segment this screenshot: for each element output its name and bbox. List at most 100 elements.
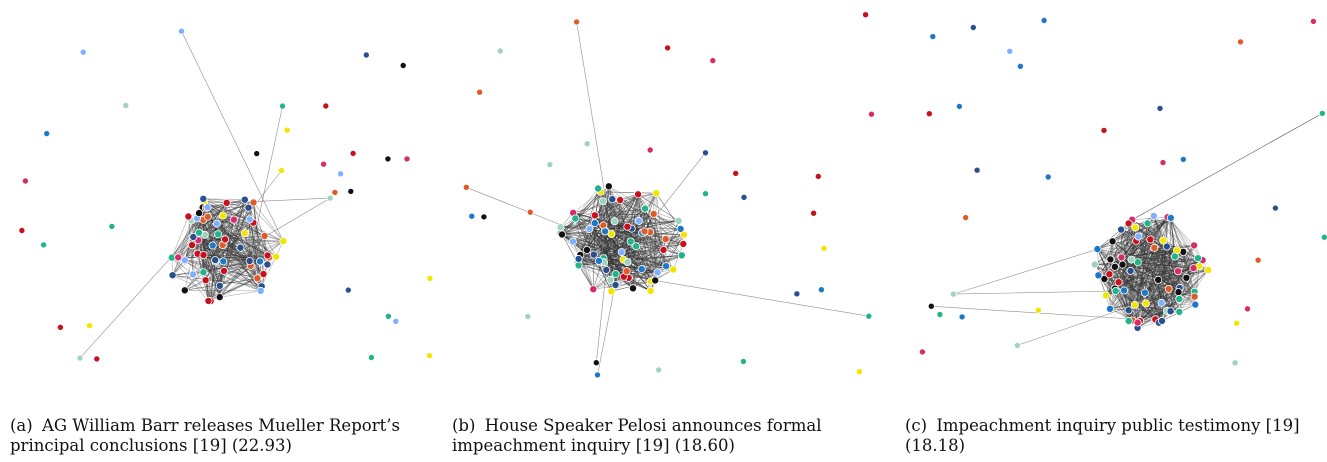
graph-node xyxy=(865,312,873,320)
edge xyxy=(589,228,624,260)
edge xyxy=(1137,261,1159,281)
edge xyxy=(1128,223,1138,328)
edge xyxy=(578,258,642,270)
edge xyxy=(606,226,628,271)
edge xyxy=(1137,271,1179,323)
edge xyxy=(1121,257,1180,313)
edge xyxy=(627,255,682,263)
edge xyxy=(205,207,270,258)
edge xyxy=(198,240,284,242)
graph-node xyxy=(468,212,476,220)
edge xyxy=(1137,223,1148,328)
edge xyxy=(560,230,606,234)
edge xyxy=(198,232,245,241)
edge xyxy=(207,206,245,234)
graph-node xyxy=(1189,264,1198,273)
edge xyxy=(1123,247,1155,291)
edge xyxy=(466,187,674,270)
graph-node xyxy=(426,274,434,282)
edge xyxy=(1118,282,1136,306)
graph-node xyxy=(168,271,177,280)
edge xyxy=(1128,219,1133,311)
edge xyxy=(1139,240,1164,321)
edge xyxy=(191,240,284,246)
edge xyxy=(203,256,277,273)
edge xyxy=(1145,251,1184,304)
edge xyxy=(1120,229,1180,313)
edge xyxy=(1137,217,1172,263)
edge xyxy=(223,265,251,272)
edge xyxy=(1094,223,1148,265)
edge xyxy=(1121,217,1171,258)
edge xyxy=(203,219,235,273)
edge xyxy=(1137,287,1180,328)
edge xyxy=(178,257,258,279)
graph-node xyxy=(594,184,603,193)
edge xyxy=(1123,223,1129,291)
edge xyxy=(603,241,631,263)
edge xyxy=(601,234,685,263)
edge xyxy=(1097,248,1116,267)
caption-a: (a) AG William Barr releases Mueller Rep… xyxy=(10,416,428,456)
edge xyxy=(1170,256,1176,312)
edge xyxy=(598,230,606,261)
graph-node xyxy=(219,257,228,266)
graph-node xyxy=(617,248,626,257)
edge xyxy=(600,191,628,227)
edge xyxy=(1154,245,1195,249)
edge xyxy=(611,199,613,235)
edge xyxy=(1121,257,1180,313)
graph-node xyxy=(1130,300,1139,309)
edge xyxy=(1094,264,1179,272)
edge xyxy=(1163,240,1168,311)
edge xyxy=(1153,215,1164,241)
edge xyxy=(204,201,268,256)
edge xyxy=(589,228,642,270)
graph-node xyxy=(641,204,650,213)
graph-node xyxy=(526,208,534,216)
edge xyxy=(632,232,651,289)
edge xyxy=(575,200,604,219)
edge xyxy=(594,213,654,216)
edge xyxy=(1137,261,1159,281)
edge xyxy=(181,31,284,242)
graph-node xyxy=(326,194,334,202)
graph-node xyxy=(245,215,254,224)
edge xyxy=(203,198,254,223)
edge xyxy=(1134,240,1164,306)
edge xyxy=(561,194,639,235)
edge xyxy=(198,239,226,241)
graph-node xyxy=(659,245,668,254)
graph-node xyxy=(583,140,591,148)
graph-node xyxy=(392,317,400,325)
edge xyxy=(1168,258,1199,290)
edge xyxy=(225,235,265,240)
graph-node xyxy=(646,146,654,154)
edge xyxy=(603,225,681,230)
edge xyxy=(1138,236,1169,290)
edge xyxy=(1138,236,1160,323)
edge xyxy=(207,207,251,266)
edge xyxy=(215,215,224,262)
edge xyxy=(627,220,679,227)
edge xyxy=(1098,275,1160,323)
graph-node xyxy=(1013,341,1021,349)
edge xyxy=(628,232,651,278)
graph-node xyxy=(632,242,641,251)
edge xyxy=(1139,240,1164,321)
edge xyxy=(203,198,277,257)
edge xyxy=(580,231,645,256)
edge xyxy=(184,199,245,261)
edge xyxy=(1105,295,1129,322)
edge xyxy=(578,221,615,266)
graph-node xyxy=(546,161,554,169)
edge xyxy=(184,239,226,291)
edge xyxy=(1128,240,1164,311)
graph-node xyxy=(1159,159,1167,167)
edge xyxy=(1179,269,1209,300)
edge xyxy=(219,235,265,298)
graph-node xyxy=(1162,242,1171,251)
graph-node xyxy=(1236,38,1244,46)
edge xyxy=(931,305,1163,322)
graph-node xyxy=(1231,359,1239,367)
